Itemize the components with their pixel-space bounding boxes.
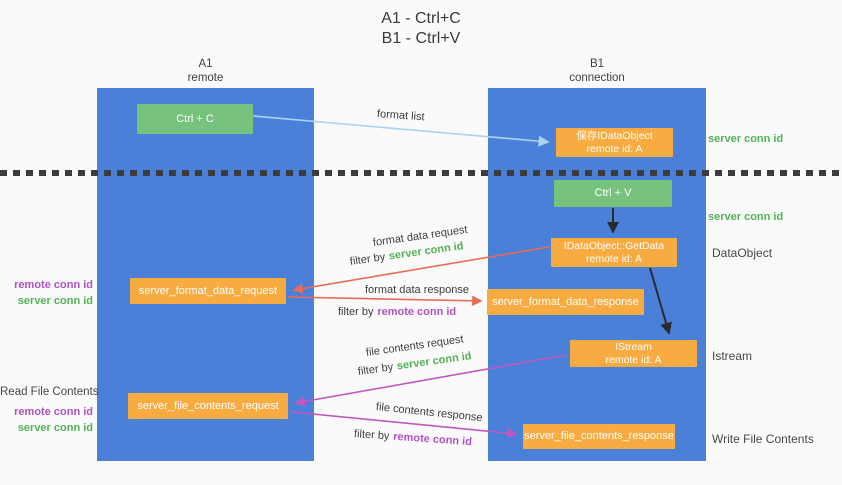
label-istream: Istream [712, 349, 753, 363]
left-column-header: A1 remote [97, 57, 314, 85]
node-idataobject-getdata-line2: remote id: A [585, 252, 643, 265]
label-read-file-contents: Read File Contents [0, 386, 99, 398]
label-format-data-response: format data response [365, 284, 469, 296]
node-idataobject-getdata-line1: IDataObject::GetData [563, 239, 665, 252]
node-server-file-contents-response: server_file_contents_response [523, 424, 675, 449]
node-server-format-data-response: server_format_data_response [487, 289, 644, 315]
node-ctrl-v-label: Ctrl + V [594, 187, 632, 199]
label-conn-pair-top: remote conn id server conn id [0, 277, 93, 309]
node-server-file-contents-response-label: server_file_contents_response [524, 430, 674, 442]
arrow-format-data-response [287, 295, 483, 307]
label-filter-by-3: filter by [357, 361, 394, 378]
node-server-format-data-request: server_format_data_request [130, 278, 286, 304]
label-server-conn-id-bottom-left: server conn id [17, 422, 93, 434]
node-save-dataobject-line2: remote id: A [586, 142, 643, 155]
label-filter-by-1: filter by [349, 251, 386, 268]
node-save-dataobject-line1: 保存IDataObject [576, 129, 653, 142]
node-server-file-contents-request-label: server_file_contents_request [137, 399, 279, 412]
title-line-1: A1 - Ctrl+C [381, 10, 461, 27]
right-column-header: B1 connection [488, 57, 706, 85]
node-istream-line2: remote id: A [605, 353, 662, 366]
label-remote-conn-id-top-left: remote conn id [14, 279, 93, 291]
node-ctrl-c-label: Ctrl + C [176, 112, 214, 125]
label-write-file-contents: Write File Contents [712, 432, 814, 446]
node-ctrl-v: Ctrl + V [554, 180, 672, 207]
label-server-conn-id-filter-2: server conn id [396, 350, 473, 373]
label-server-conn-id-top-left: server conn id [17, 295, 93, 307]
right-column-role: connection [569, 72, 625, 84]
label-filter-by-2: filter by [338, 306, 374, 318]
left-column-name: A1 [198, 58, 213, 70]
label-file-contents-response: file contents response [375, 401, 484, 425]
label-dataobject: DataObject [712, 246, 773, 260]
page-title: A1 - Ctrl+C B1 - Ctrl+V [0, 9, 842, 49]
label-remote-conn-id-filter-2: remote conn id [392, 430, 473, 449]
dotted-separator-line [0, 170, 842, 176]
node-save-dataobject: 保存IDataObject remote id: A [556, 128, 673, 157]
node-server-file-contents-request: server_file_contents_request [128, 393, 288, 419]
left-column-role: remote [187, 72, 224, 84]
label-filter-by-4: filter by [353, 428, 390, 443]
label-conn-pair-bottom: remote conn id server conn id [0, 404, 93, 436]
node-istream: IStream remote id: A [570, 340, 697, 367]
node-server-format-data-response-label: server_format_data_response [492, 295, 639, 308]
right-column-name: B1 [589, 58, 605, 70]
node-ctrl-c: Ctrl + C [137, 104, 253, 134]
label-server-conn-id-top: server conn id [708, 133, 784, 145]
node-idataobject-getdata: IDataObject::GetData remote id: A [551, 238, 677, 267]
label-format-list: format list [376, 108, 425, 124]
title-line-2: B1 - Ctrl+V [381, 30, 461, 47]
node-istream-line1: IStream [615, 340, 652, 353]
label-remote-conn-id-filter-1: remote conn id [377, 306, 457, 318]
node-server-format-data-request-label: server_format_data_request [138, 284, 278, 297]
label-server-conn-id-mid: server conn id [708, 211, 784, 223]
label-remote-conn-id-bottom-left: remote conn id [14, 406, 93, 418]
